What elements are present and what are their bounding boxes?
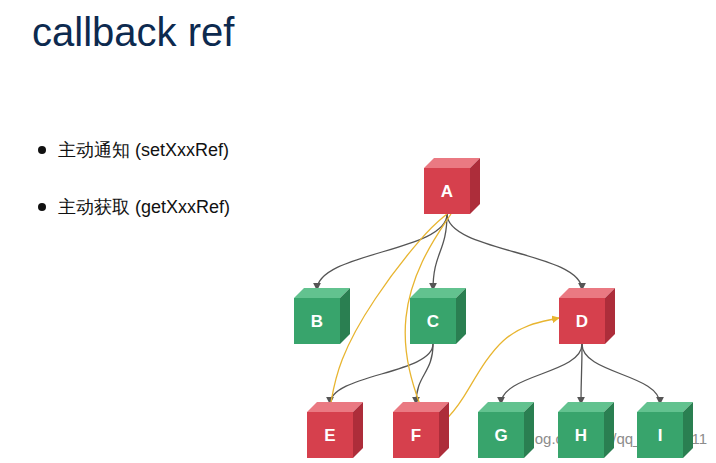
cube-node: B — [294, 288, 350, 344]
node-letter: C — [427, 313, 439, 330]
bullet-text: 主动通知 (setXxxRef) — [58, 138, 229, 162]
node-letter: H — [575, 427, 587, 444]
tree-edge — [501, 344, 582, 404]
bullet-dot — [38, 146, 46, 154]
tree-edge — [447, 214, 582, 290]
cube-shape — [637, 402, 693, 458]
node-letter: E — [324, 427, 335, 444]
tree-edge — [416, 344, 433, 404]
tree-edge — [582, 344, 660, 404]
tree-edge — [581, 344, 582, 404]
cube-node: H — [558, 402, 614, 458]
bullet-dot — [38, 203, 46, 211]
cube-node: D — [559, 288, 615, 344]
cube-node: E — [307, 402, 363, 458]
node-letter: A — [441, 183, 453, 200]
cube-node: I — [637, 402, 693, 458]
tree-edge — [433, 214, 447, 290]
node-letter: D — [576, 313, 588, 330]
slide-title: callback ref — [32, 10, 234, 55]
node-letter: B — [311, 313, 323, 330]
bullet-text: 主动获取 (getXxxRef) — [58, 195, 230, 219]
cube-node: C — [410, 288, 466, 344]
cube-node: F — [393, 402, 449, 458]
node-letter: F — [411, 427, 421, 444]
cube-node: G — [478, 402, 534, 458]
node-letter: I — [658, 427, 663, 444]
cube-node: A — [424, 158, 480, 214]
node-letter: G — [494, 427, 507, 444]
